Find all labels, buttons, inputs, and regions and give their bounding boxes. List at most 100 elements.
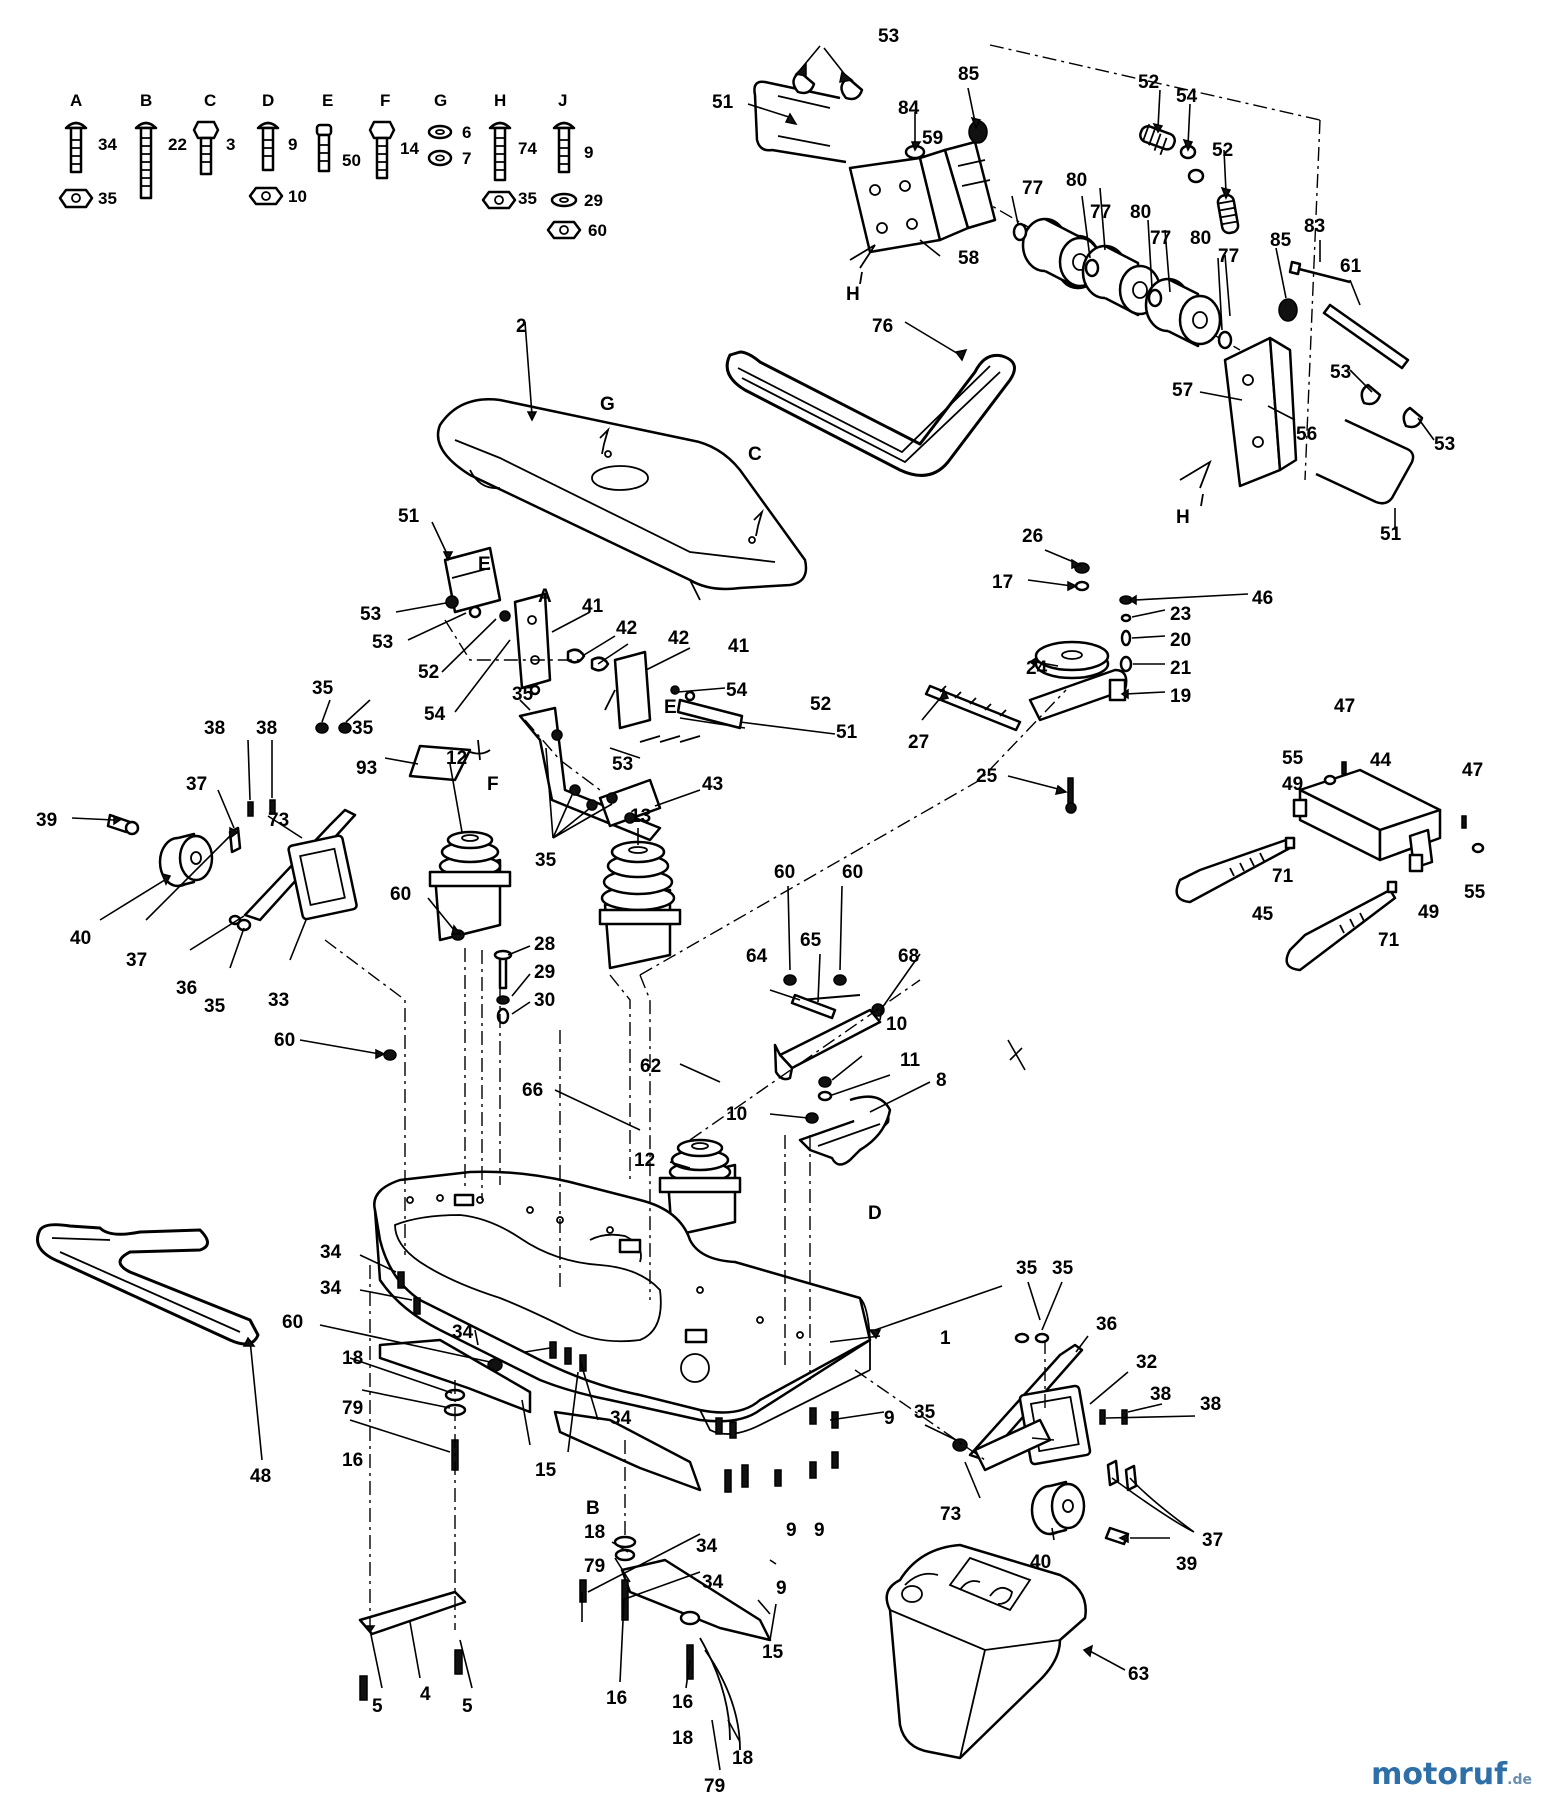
callout-16-a: 16 — [342, 1450, 363, 1471]
callout-45: 45 — [1252, 904, 1274, 925]
key-letter-a: A — [70, 91, 82, 110]
nut-35-right — [952, 1438, 968, 1452]
nut-35a — [315, 722, 329, 734]
washer-77a — [1012, 222, 1028, 242]
callout-66: 66 — [522, 1080, 543, 1101]
callout-54-top: 54 — [1176, 86, 1198, 107]
callout-15-b: 15 — [762, 1642, 784, 1663]
callout-41-b: 41 — [728, 636, 750, 657]
callout-71-a: 71 — [1272, 866, 1294, 887]
callout-32: 32 — [1136, 1352, 1157, 1373]
nut-29 — [496, 995, 510, 1005]
callout-18-d: 18 — [732, 1748, 753, 1769]
callout-labels: 53 51 84 59 85 52 54 52 58 77 80 77 80 7… — [36, 26, 1486, 1797]
callout-46: 46 — [1252, 588, 1273, 609]
callout-39-right: 39 — [1176, 1554, 1197, 1575]
callout-27: 27 — [908, 732, 929, 753]
callout-77b: 77 — [1090, 202, 1111, 223]
nut-g — [427, 149, 453, 167]
key-part-h-bolt: 74 — [518, 139, 537, 158]
callout-93: 93 — [356, 758, 377, 779]
bracket-41-right — [613, 650, 652, 730]
bracket-33 — [287, 834, 358, 921]
callout-77d: 77 — [1218, 246, 1239, 267]
callout-12-left: 12 — [446, 748, 467, 769]
spacer-20 — [1120, 629, 1132, 647]
blade-adapter-4 — [358, 1590, 467, 1701]
callout-5-a: 5 — [372, 1696, 383, 1717]
link-51-right — [676, 698, 744, 730]
key-part-j-nut: 60 — [588, 221, 607, 240]
callout-37-right: 37 — [1202, 1530, 1223, 1551]
callout-18-a: 18 — [342, 1348, 363, 1369]
washer-77d — [1217, 330, 1233, 350]
hex-bolt-c — [192, 120, 220, 176]
bolt-34-r2 — [741, 1464, 749, 1488]
callout-37-left-a: 37 — [186, 774, 207, 795]
callout-63: 63 — [1128, 1664, 1149, 1685]
bushing-49b — [1408, 853, 1424, 873]
watermark: motoruf.de — [1371, 1757, 1532, 1792]
callout-53-right-b: 53 — [1434, 434, 1455, 455]
callout-24: 24 — [1026, 658, 1048, 679]
callout-58: 58 — [958, 248, 979, 269]
key-part-g-washer: 6 — [462, 123, 471, 142]
callout-9-b: 9 — [786, 1520, 797, 1541]
callout-59: 59 — [922, 128, 943, 149]
callout-18-c: 18 — [672, 1728, 693, 1749]
callout-38-right-b: 38 — [1200, 1394, 1221, 1415]
key-part-c-bolt: 3 — [226, 135, 235, 154]
watermark-tld: .de — [1507, 1772, 1532, 1788]
callout-44: 44 — [1370, 750, 1392, 771]
callout-19: 19 — [1170, 686, 1191, 707]
callout-9-a: 9 — [884, 1408, 895, 1429]
key-part-d-bolt: 9 — [288, 135, 297, 154]
key-letter-d: D — [262, 91, 274, 110]
callout-84: 84 — [898, 98, 920, 119]
callout-15-a: 15 — [535, 1460, 557, 1481]
assembly-letter-e2: E — [664, 697, 677, 718]
spindle-12-left — [428, 830, 512, 942]
washer-j — [550, 192, 578, 208]
callout-47-top: 47 — [1334, 696, 1355, 717]
callout-60-deck: 60 — [274, 1030, 295, 1051]
callout-65: 65 — [800, 930, 822, 951]
callout-37-left-b: 37 — [126, 950, 147, 971]
callout-53-bracket: 53 — [612, 754, 633, 775]
callout-18-b: 18 — [584, 1522, 605, 1543]
callout-34-f: 34 — [702, 1572, 724, 1593]
idler-bracket-assembly — [753, 44, 1424, 507]
spring-52b — [1216, 193, 1240, 235]
callout-28: 28 — [534, 934, 555, 955]
callout-16-c: 16 — [672, 1692, 693, 1713]
key-letter-h: H — [494, 91, 506, 110]
callout-85-right: 85 — [1270, 230, 1292, 251]
hex-nut-d — [248, 186, 284, 206]
key-part-j-bolt: 9 — [584, 143, 593, 162]
callout-60-left: 60 — [390, 884, 411, 905]
spacer-71a — [1284, 836, 1296, 850]
rod-27 — [924, 684, 1022, 732]
callout-73-left: 73 — [268, 810, 289, 831]
callout-8: 8 — [936, 1070, 947, 1091]
assembly-letter-h2: H — [1176, 507, 1190, 528]
belt-cover-2 — [436, 398, 808, 601]
callout-80a: 80 — [1066, 170, 1087, 191]
washer-11 — [817, 1090, 833, 1102]
bolt-f — [368, 120, 396, 180]
callout-11: 11 — [900, 1050, 921, 1071]
pin-61 — [1322, 303, 1410, 370]
callout-1: 1 — [940, 1328, 951, 1349]
spring-93 — [408, 744, 472, 782]
assembly-letter-b: B — [586, 1498, 600, 1519]
hex-nut-j — [546, 220, 582, 240]
key-part-g-nut: 7 — [462, 149, 471, 168]
callout-36-left: 36 — [176, 978, 197, 999]
callout-54-right: 54 — [726, 680, 748, 701]
callout-62: 62 — [640, 1056, 661, 1077]
discharge-chute-63 — [885, 1543, 1087, 1760]
callout-49-a: 49 — [1282, 774, 1303, 795]
bolt-h — [488, 121, 512, 182]
leader-lines — [71, 45, 1435, 1771]
callout-77c: 77 — [1150, 228, 1171, 249]
